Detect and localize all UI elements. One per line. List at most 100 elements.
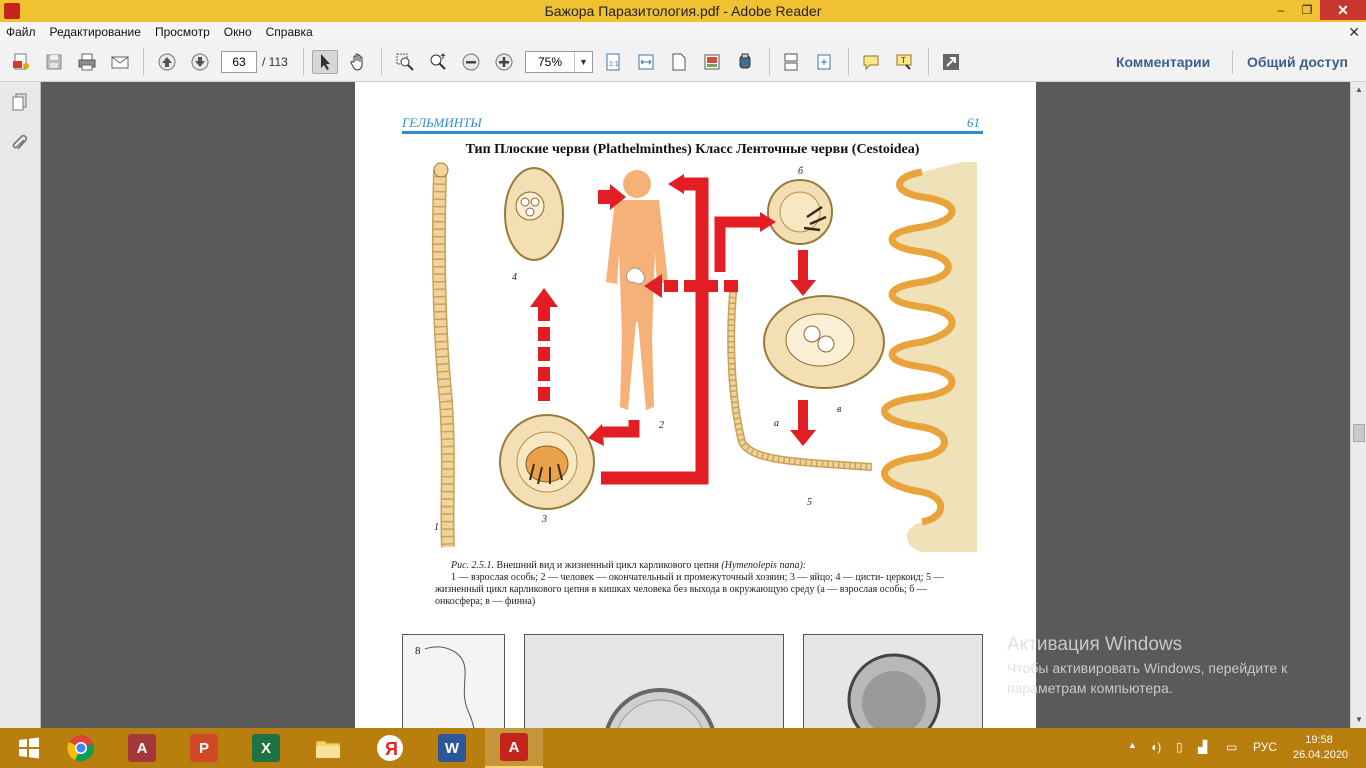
- yandex-browser-icon: Я: [377, 735, 403, 761]
- menu-bar: Файл Редактирование Просмотр Окно Справк…: [0, 22, 1366, 42]
- powerpoint-icon: P: [190, 734, 218, 762]
- window-title: Бажора Паразитология.pdf - Adobe Reader: [544, 3, 822, 19]
- taskbar-yandex[interactable]: Я: [361, 728, 419, 768]
- share-button[interactable]: Общий доступ: [1247, 54, 1348, 70]
- zoom-value[interactable]: 75%: [537, 55, 563, 69]
- fit-width-icon[interactable]: [633, 50, 659, 74]
- label-4: 4: [512, 272, 517, 283]
- vertical-scrollbar[interactable]: ▲ ▼: [1350, 82, 1366, 728]
- sticky-note-icon[interactable]: [858, 50, 884, 74]
- scroll-down-icon[interactable]: ▼: [1355, 714, 1363, 724]
- clock-time: 19:58: [1305, 734, 1333, 746]
- running-header: ГЕЛЬМИНТЫ: [402, 115, 482, 130]
- chevron-down-icon[interactable]: ▼: [574, 52, 592, 72]
- taskbar-powerpoint[interactable]: P: [175, 728, 233, 768]
- page-total: / 113: [262, 55, 288, 69]
- create-pdf-icon[interactable]: [8, 50, 34, 74]
- page-number-input[interactable]: 63: [221, 51, 257, 73]
- dynamic-zoom-icon[interactable]: [425, 50, 451, 74]
- taskbar-word[interactable]: W: [423, 728, 481, 768]
- micrograph-3: [803, 634, 983, 728]
- taskbar-adobe-reader[interactable]: A: [485, 728, 543, 768]
- save-icon[interactable]: [41, 50, 67, 74]
- activation-subtitle: Чтобы активировать Windows, перейдите к …: [1007, 660, 1288, 696]
- language-indicator[interactable]: РУС: [1253, 740, 1278, 754]
- taskbar-excel[interactable]: X: [237, 728, 295, 768]
- select-tool-icon[interactable]: [312, 50, 338, 74]
- life-cycle-illustration: 1 2 3 4 5 а б в: [431, 162, 977, 552]
- volume-icon[interactable]: ◖): [1150, 740, 1162, 754]
- zoom-select[interactable]: 75% ▼: [525, 51, 593, 73]
- attachments-icon[interactable]: [8, 132, 32, 156]
- pdf-page: ГЕЛЬМИНТЫ 61 Тип Плоские черви (Plathelm…: [355, 82, 1036, 728]
- network-icon[interactable]: ▟: [1198, 740, 1208, 754]
- two-page-icon[interactable]: [778, 50, 804, 74]
- read-mode-icon[interactable]: [699, 50, 725, 74]
- access-icon: A: [128, 734, 156, 762]
- label-a: а: [774, 418, 779, 429]
- hand-tool-icon[interactable]: [345, 50, 371, 74]
- document-area[interactable]: ГЕЛЬМИНТЫ 61 Тип Плоские черви (Plathelm…: [41, 82, 1350, 728]
- caption-species: (Hymenolepis nana):: [721, 560, 807, 571]
- expand-icon[interactable]: [938, 50, 964, 74]
- label-5: 5: [807, 497, 812, 508]
- scroll-up-icon[interactable]: ▲: [1355, 84, 1363, 94]
- label-1: 1: [434, 522, 439, 533]
- svg-text:T: T: [901, 56, 906, 65]
- marquee-zoom-icon[interactable]: [392, 50, 418, 74]
- start-button[interactable]: [0, 728, 58, 768]
- zoom-out-icon[interactable]: [458, 50, 484, 74]
- highlight-icon[interactable]: T: [891, 50, 917, 74]
- activation-title: Активация Windows: [1007, 634, 1183, 655]
- menu-edit[interactable]: Редактирование: [49, 25, 141, 39]
- clock[interactable]: 19:58 26.04.2020: [1293, 733, 1349, 763]
- sign-icon[interactable]: [732, 50, 758, 74]
- fit-page-icon[interactable]: [666, 50, 692, 74]
- navigation-pane: [0, 82, 41, 728]
- next-page-icon[interactable]: [187, 50, 213, 74]
- maximize-button[interactable]: ❐: [1301, 3, 1313, 17]
- micrograph-label: 8: [415, 645, 421, 657]
- action-center-icon[interactable]: ▭: [1226, 740, 1238, 754]
- rotate-icon[interactable]: [811, 50, 837, 74]
- figure-caption: Рис. 2.5.1. Внешний вид и жизненный цикл…: [435, 560, 955, 608]
- page-number: 61: [967, 115, 980, 130]
- clock-date: 26.04.2020: [1293, 749, 1349, 761]
- title-bar: Бажора Паразитология.pdf - Adobe Reader …: [0, 0, 1366, 22]
- adobe-reader-taskbar-icon: A: [500, 733, 528, 761]
- menu-view[interactable]: Просмотр: [154, 25, 210, 39]
- figure-title: Тип Плоские черви (Plathelminthes) Класс…: [465, 142, 920, 157]
- menu-window[interactable]: Окно: [223, 25, 252, 39]
- caption-head: Внешний вид и жизненный цикл карликового…: [494, 560, 722, 571]
- close-button[interactable]: ✕: [1320, 0, 1366, 20]
- prev-page-icon[interactable]: [154, 50, 180, 74]
- actual-size-icon[interactable]: 1:1: [600, 50, 626, 74]
- caption-body: 1 — взрослая особь; 2 — человек — оконча…: [435, 572, 944, 607]
- menu-help[interactable]: Справка: [265, 25, 313, 39]
- print-icon[interactable]: [74, 50, 100, 74]
- taskbar-access[interactable]: A: [113, 728, 171, 768]
- svg-text:1:1: 1:1: [609, 61, 619, 68]
- toolbar: 63 / 113 75% ▼ 1:1: [0, 42, 1366, 82]
- close-document-button[interactable]: ✕: [1348, 24, 1360, 40]
- zoom-in-icon[interactable]: [491, 50, 517, 74]
- show-hidden-icons[interactable]: ▲: [1128, 740, 1137, 750]
- excel-icon: X: [252, 734, 280, 762]
- chrome-icon: [67, 735, 94, 762]
- windows-logo-icon: [19, 737, 39, 759]
- folder-icon: [315, 740, 341, 759]
- micrograph-2: [524, 634, 784, 728]
- scroll-thumb[interactable]: [1353, 424, 1365, 442]
- comments-button[interactable]: Комментарии: [1116, 54, 1211, 70]
- battery-icon[interactable]: ▯: [1176, 740, 1183, 754]
- menu-file[interactable]: Файл: [6, 25, 36, 39]
- taskbar: A P X Я W A ▲ ◖) ▯ ▟ ▭ РУС 19:58 26.04.2…: [0, 728, 1366, 768]
- pages-panel-icon[interactable]: [8, 90, 32, 114]
- email-icon[interactable]: [107, 50, 133, 74]
- label-2: 2: [659, 420, 664, 431]
- label-b: б: [798, 166, 804, 177]
- taskbar-chrome[interactable]: [52, 728, 110, 768]
- minimize-button[interactable]: ‒: [1277, 3, 1285, 17]
- word-icon: W: [438, 734, 466, 762]
- taskbar-explorer[interactable]: [299, 728, 357, 768]
